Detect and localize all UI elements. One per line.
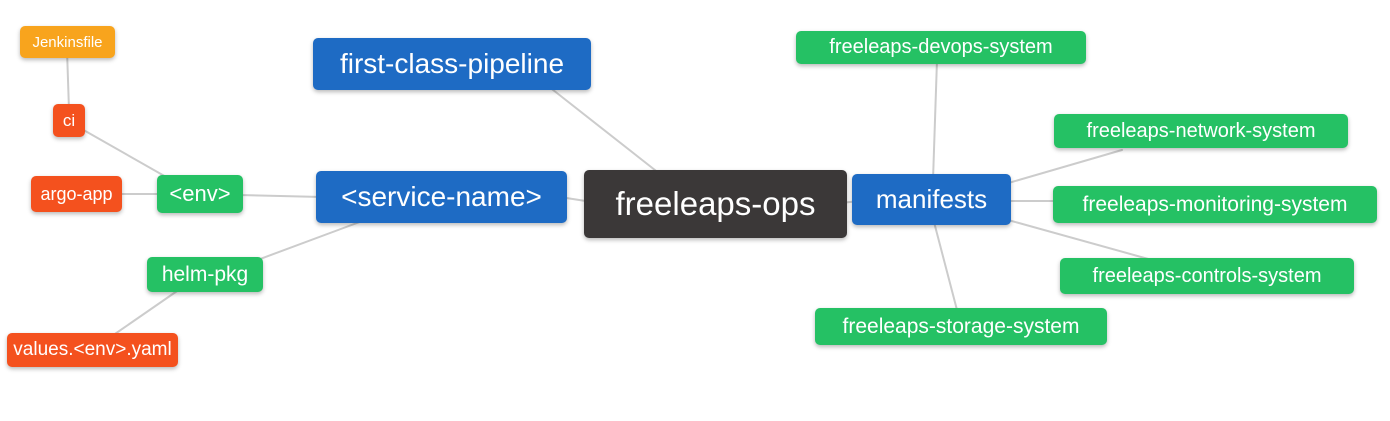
node-jenkinsfile[interactable]: Jenkinsfile xyxy=(20,26,115,58)
edge-pipeline-ops xyxy=(547,85,661,175)
node-freeleaps-ops-root[interactable]: freeleaps-ops xyxy=(584,170,847,238)
node-env[interactable]: <env> xyxy=(157,175,243,213)
edge-ci-env xyxy=(79,127,176,183)
edge-jenkinsfile-ci xyxy=(66,49,70,111)
node-values-env-yaml[interactable]: values.<env>.yaml xyxy=(7,333,178,367)
edge-env-service-name xyxy=(237,194,323,198)
node-argo-app[interactable]: argo-app xyxy=(31,176,122,212)
edge-manifests-controls xyxy=(1007,219,1153,261)
node-service-name[interactable]: <service-name> xyxy=(316,171,567,223)
node-freeleaps-monitoring-system[interactable]: freeleaps-monitoring-system xyxy=(1053,186,1377,223)
edge-helm-pkg-values-yaml xyxy=(111,288,181,337)
node-helm-pkg[interactable]: helm-pkg xyxy=(147,257,263,292)
edge-manifests-devops xyxy=(932,59,938,181)
node-manifests[interactable]: manifests xyxy=(852,174,1011,225)
node-ci[interactable]: ci xyxy=(53,104,85,137)
edge-service-name-helm-pkg xyxy=(251,219,366,263)
node-freeleaps-network-system[interactable]: freeleaps-network-system xyxy=(1054,114,1348,148)
edge-manifests-network xyxy=(1004,149,1123,185)
node-first-class-pipeline[interactable]: first-class-pipeline xyxy=(313,38,591,90)
node-freeleaps-storage-system[interactable]: freeleaps-storage-system xyxy=(815,308,1107,345)
node-freeleaps-devops-system[interactable]: freeleaps-devops-system xyxy=(796,31,1086,64)
node-freeleaps-controls-system[interactable]: freeleaps-controls-system xyxy=(1060,258,1354,294)
edge-manifests-storage xyxy=(933,221,958,311)
